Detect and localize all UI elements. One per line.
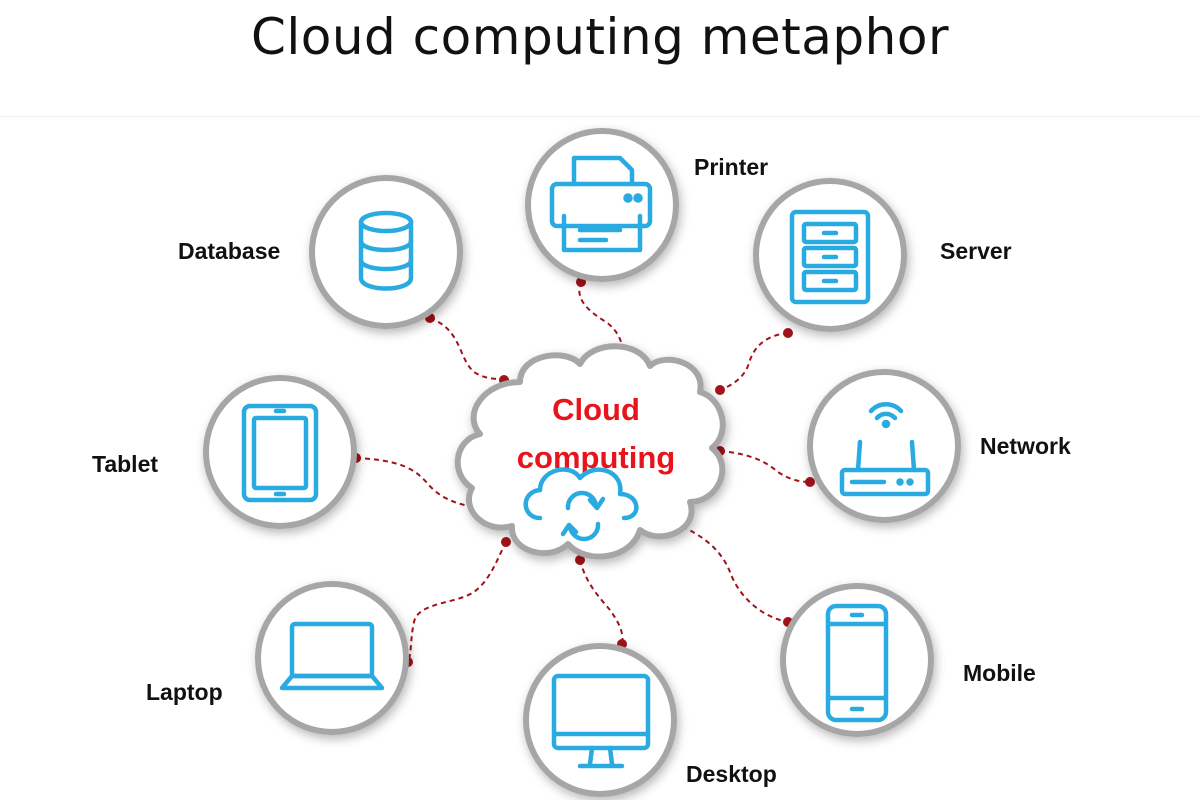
node-tablet: Tablet — [92, 375, 357, 529]
desktop-monitor-icon — [551, 673, 651, 769]
cloud-sync-icon — [523, 467, 639, 542]
node-printer: Printer — [525, 128, 768, 282]
node-label-tablet: Tablet — [92, 451, 158, 477]
tablet-icon — [241, 403, 319, 503]
laptop-icon — [279, 621, 385, 691]
connector-database — [425, 313, 509, 385]
node-mobile: Mobile — [780, 583, 1036, 737]
node-label-desktop: Desktop — [686, 761, 777, 787]
title-divider — [0, 116, 1200, 117]
printer-icon — [549, 155, 653, 253]
node-laptop: Laptop — [146, 581, 409, 735]
connector-desktop — [575, 555, 627, 649]
node-label-printer: Printer — [694, 154, 768, 180]
node-desktop: Desktop — [523, 643, 777, 797]
connector-laptop — [403, 537, 511, 667]
mobile-phone-icon — [825, 603, 889, 723]
node-server: Server — [753, 178, 1012, 332]
router-icon — [839, 401, 931, 497]
node-network: Network — [807, 369, 1071, 523]
page-title: Cloud computing metaphor — [250, 8, 950, 66]
node-label-database: Database — [178, 238, 280, 264]
node-label-mobile: Mobile — [963, 660, 1036, 686]
hub-label-line1: Cloud — [552, 392, 640, 427]
node-database: Database — [178, 175, 463, 329]
node-label-laptop: Laptop — [146, 679, 223, 705]
connector-network — [715, 446, 815, 487]
server-icon — [789, 209, 871, 305]
node-label-network: Network — [980, 433, 1071, 459]
connector-server — [715, 328, 793, 395]
cloud-hub: Cloud computing — [454, 343, 726, 560]
node-label-server: Server — [940, 238, 1012, 264]
connector-mobile — [669, 518, 793, 627]
database-icon — [358, 210, 414, 291]
